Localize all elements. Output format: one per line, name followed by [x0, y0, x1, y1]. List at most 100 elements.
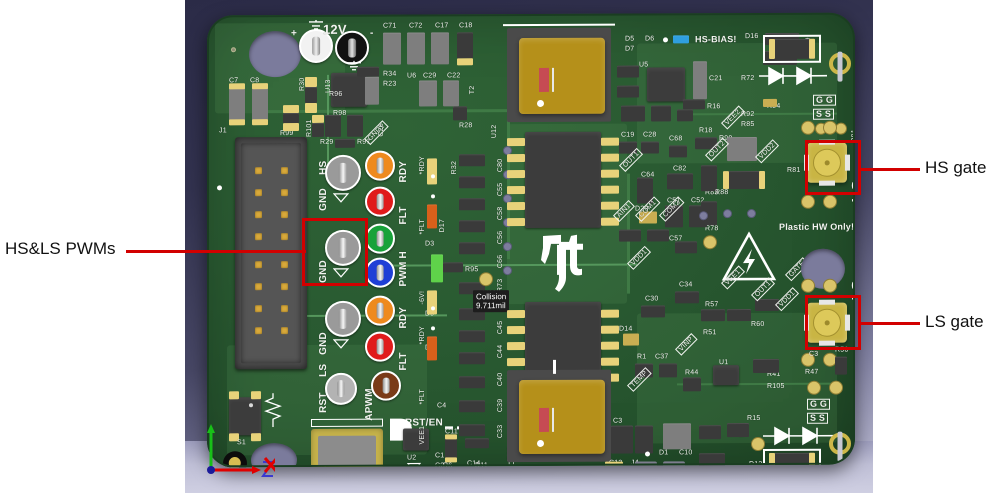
silk-c4: C4 — [437, 402, 447, 410]
annotation-box-hs-gate — [805, 140, 861, 195]
ground-triangle-icon-hs — [333, 193, 349, 203]
silk-r72: R72 — [741, 75, 755, 83]
silk-j1: J1 — [219, 127, 227, 135]
net-6v: -6V! — [419, 290, 426, 305]
testpoint-hs-rdy[interactable] — [365, 150, 395, 181]
silk-r29: R29 — [320, 138, 334, 146]
test-loop-j2[interactable] — [829, 432, 851, 455]
silk-c68: C68 — [669, 135, 683, 143]
net-flt-2: *FLT — [419, 389, 426, 405]
annotation-box-ls-gate — [805, 295, 861, 350]
testpoint-ls-flt[interactable] — [365, 331, 395, 362]
silk-plus: + — [291, 28, 298, 40]
silk-c55: C55 — [497, 182, 504, 197]
marker-gg-bottom: G G — [807, 398, 831, 410]
transformer-t2 — [519, 37, 605, 115]
silk-c37: C37 — [655, 353, 669, 361]
silk-d16: D16 — [745, 33, 759, 41]
axis-origin-indicator — [207, 424, 275, 477]
tp-label-pwm-h: PWM H — [398, 251, 409, 287]
silk-u12: U12 — [491, 124, 498, 139]
testpoint-hs-gnd[interactable] — [325, 154, 361, 191]
note-plastic-hw: Plastic HW Only! — [779, 221, 855, 232]
silk-minus: - — [370, 27, 374, 39]
testpoint-hs-flt[interactable] — [365, 186, 395, 217]
note-hs-bias: HS-BIAS! — [695, 34, 737, 45]
silk-c17: C17 — [435, 22, 449, 30]
led-hs-bias — [673, 35, 689, 44]
silk-r18: R18 — [699, 127, 713, 135]
silk-r95: R95 — [465, 266, 479, 274]
silk-c40: C40 — [497, 372, 504, 387]
silk-c22: C22 — [447, 72, 461, 80]
silk-c33: C33 — [497, 424, 504, 439]
silk-u6: U6 — [407, 72, 417, 80]
tp-label-ls-gnd: GND — [318, 332, 329, 355]
cap-c21 — [693, 61, 707, 100]
silk-c39: C39 — [497, 398, 504, 413]
silk-c82: C82 — [673, 165, 687, 173]
annotation-label-hs-gate: HS gate — [925, 158, 987, 177]
silk-c71: C71 — [383, 22, 397, 30]
ground-triangle-icon-pwm — [333, 268, 349, 278]
annotation-label-pwm: HS&LS PWMs — [5, 239, 116, 258]
marker-gg: G G — [813, 94, 837, 106]
silk-r99: R99 — [280, 130, 294, 138]
silk-r34: R34 — [383, 70, 397, 78]
silk-d5: D5 — [625, 35, 635, 43]
test-loop-j5[interactable] — [829, 52, 851, 75]
silk-c72: C72 — [409, 22, 423, 30]
silk-r81: R81 — [787, 166, 801, 174]
silk-r16: R16 — [707, 103, 721, 111]
silk-r1: R1 — [637, 353, 647, 361]
silk-c3-b: C3 — [613, 417, 623, 425]
tp-label-hs-rdy: RDY — [398, 160, 409, 183]
silk-d7: D7 — [625, 45, 635, 53]
silk-c21: C21 — [709, 75, 723, 83]
silk-d14: D14 — [619, 325, 633, 333]
tp-label-hs-gnd: GND — [318, 188, 329, 211]
silk-gnd1: GND1 — [364, 120, 389, 146]
silk-r85: R85 — [741, 121, 755, 129]
net-vdd1: VDD1 — [627, 245, 652, 270]
silk-c58: C58 — [497, 206, 504, 221]
tp-label-ls-flt: FLT — [398, 352, 409, 371]
silk-c29: C29 — [423, 72, 437, 80]
net-rdy-2: *RDY — [419, 326, 426, 345]
tp-label-ls-rdy: RDY — [398, 306, 409, 329]
silk-c18: C18 — [459, 22, 473, 30]
testpoint-pwm-l[interactable] — [365, 257, 395, 288]
silk-c10: C10 — [679, 449, 693, 457]
annotation-box-pwm — [302, 218, 368, 286]
silk-c44: C44 — [497, 344, 504, 359]
silk-c66: C66 — [497, 254, 504, 269]
silk-r44: R44 — [685, 369, 699, 377]
silk-r23: R23 — [383, 80, 397, 88]
testpoint-rst[interactable] — [325, 372, 357, 405]
transformer-t1 — [519, 379, 605, 455]
silk-r60: R60 — [751, 320, 765, 329]
diode-symbol-bottom — [763, 426, 835, 446]
ground-symbol-icon — [309, 19, 323, 30]
testpoint-apwm[interactable] — [371, 370, 401, 401]
silk-r28: R28 — [459, 122, 473, 130]
silk-c14: C14 — [467, 460, 481, 468]
silk-c30: C30 — [645, 295, 659, 303]
testpoint-pwm-h[interactable] — [365, 223, 395, 254]
silk-c19: C19 — [621, 131, 635, 139]
tp-label-hs-flt: FLT — [398, 206, 409, 225]
silk-r78: R78 — [705, 225, 719, 233]
ic-u5 — [647, 67, 685, 102]
pcb-board: 12V + - C7 C8 J1 R99 R30 — [207, 12, 855, 468]
testpoint-ls-gnd[interactable] — [325, 300, 361, 337]
silk-r32: R32 — [451, 160, 458, 175]
annotation-line-ls-gate — [858, 322, 920, 325]
silk-r88: R88 — [715, 189, 729, 197]
testpoint-ls-rdy[interactable] — [365, 295, 395, 326]
pcb-3d-viewport: 12V + - C7 C8 J1 R99 R30 — [185, 0, 873, 493]
silk-r15: R15 — [747, 414, 761, 423]
connector-j1[interactable] — [235, 136, 307, 370]
ic-u13 — [331, 72, 367, 107]
annotation-line-hs-gate — [858, 168, 920, 171]
